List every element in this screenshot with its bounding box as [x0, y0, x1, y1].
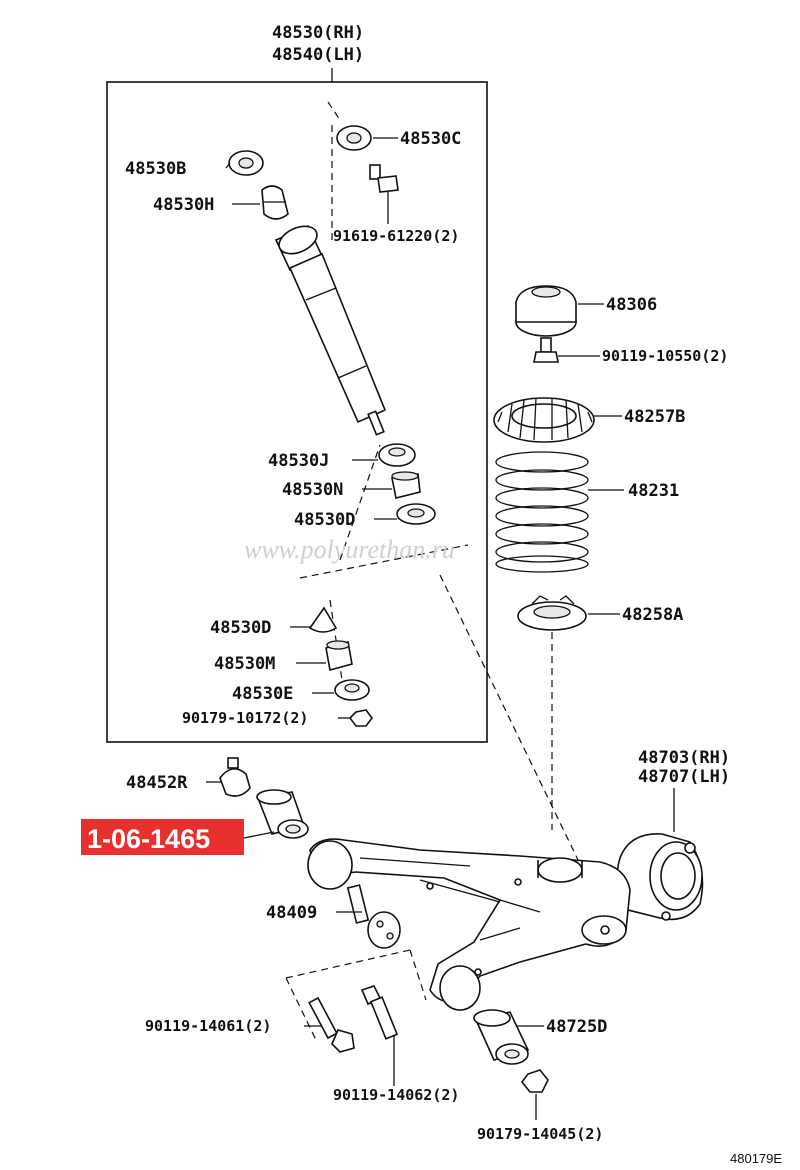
- part-bolt-90119-14062: [360, 985, 399, 1040]
- part-48257B: [493, 397, 595, 443]
- label-48306: 48306: [606, 295, 657, 315]
- highlight-badge: [81, 819, 244, 855]
- part-48306: [515, 285, 577, 337]
- part-48530B: [228, 150, 264, 176]
- label-90119-14062: 90119-14062(2): [333, 1086, 459, 1104]
- part-48530N: [391, 471, 421, 499]
- part-48530H: [261, 185, 289, 220]
- label-48707: 48707(LH): [638, 767, 730, 787]
- label-91619-61220: 91619-61220(2): [333, 227, 459, 245]
- header-part-lh: 48540(LH): [272, 45, 364, 65]
- label-48530J: 48530J: [268, 451, 329, 471]
- header-part-rh: 48530(RH): [272, 23, 364, 43]
- part-48530J: [378, 443, 416, 467]
- part-48530D-bottom: [308, 606, 338, 633]
- label-48452R: 48452R: [126, 773, 188, 793]
- part-nut-90179-14045: [520, 1069, 549, 1093]
- part-48452R: [219, 757, 251, 797]
- part-48530C: [336, 125, 372, 151]
- label-48409: 48409: [266, 903, 317, 923]
- label-48530H: 48530H: [153, 195, 214, 215]
- part-48725D: [473, 1009, 530, 1065]
- label-48231: 48231: [628, 481, 679, 501]
- label-48530C: 48530C: [400, 129, 461, 149]
- label-90179-14045: 90179-14045(2): [477, 1125, 603, 1143]
- watermark: www.polyurethan.ru: [244, 535, 455, 564]
- part-48530M: [325, 640, 353, 672]
- part-48530D-top: [396, 503, 436, 525]
- part-lower-control-arm: [307, 838, 631, 1011]
- label-48258A: 48258A: [622, 605, 683, 625]
- label-90179-10172: 90179-10172(2): [182, 709, 308, 727]
- part-knuckle-hub: [616, 833, 704, 921]
- label-90119-10550: 90119-10550(2): [602, 347, 728, 365]
- label-48530B: 48530B: [125, 159, 186, 179]
- shock-group-box: [106, 81, 488, 743]
- label-48703: 48703(RH): [638, 748, 730, 768]
- dash-mid-axis: [299, 444, 469, 579]
- part-48409-cam-bolt: [346, 884, 401, 949]
- part-bolt-90119-10550: [533, 337, 559, 363]
- part-nut-90179-10172: [348, 709, 373, 727]
- label-48530E: 48530E: [232, 684, 293, 704]
- part-48530E: [334, 679, 370, 701]
- reference-code: 480179E: [730, 1151, 782, 1166]
- part-48231-coil-spring: [495, 451, 589, 573]
- part-48258A: [517, 595, 587, 631]
- label-48530D-bottom: 48530D: [210, 618, 271, 638]
- part-bolt-90119-14061: [308, 996, 355, 1053]
- label-48530N: 48530N: [282, 480, 343, 500]
- label-48530M: 48530M: [214, 654, 275, 674]
- highlight-part-number: 1-06-1465: [87, 824, 210, 854]
- label-48530D-top: 48530D: [294, 510, 355, 530]
- dash-lower-bolts: [285, 949, 427, 1041]
- dash-top-axis: [327, 101, 341, 240]
- label-48725D: 48725D: [546, 1017, 607, 1037]
- label-48257B: 48257B: [624, 407, 685, 427]
- part-91619-bolt: [369, 164, 399, 193]
- label-90119-14061: 90119-14061(2): [145, 1017, 271, 1035]
- part-bushing-1-06-1465: [256, 789, 309, 839]
- part-shock-absorber: [274, 224, 387, 436]
